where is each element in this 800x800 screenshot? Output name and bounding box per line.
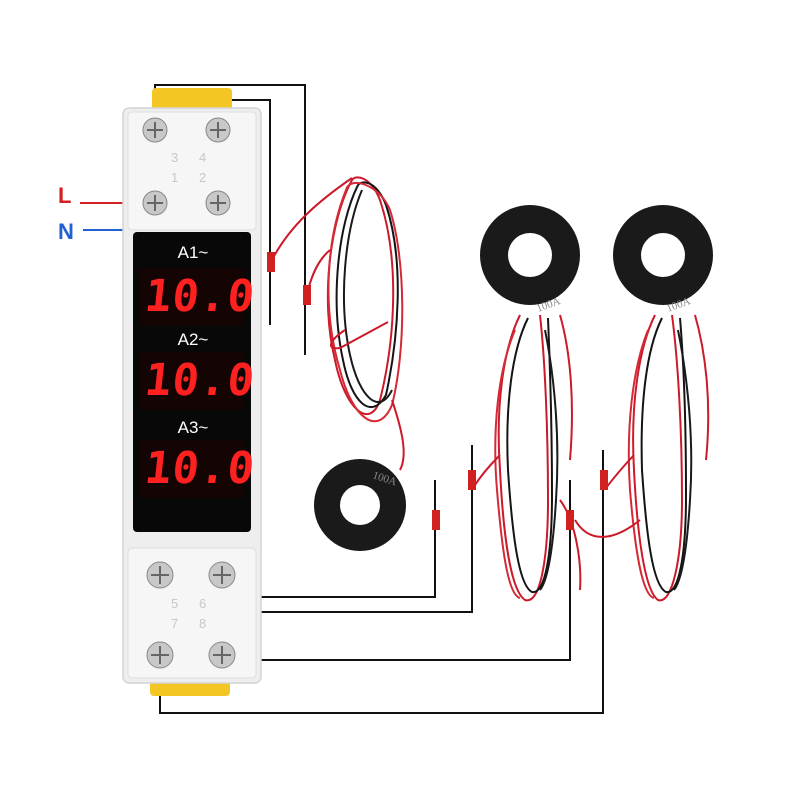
ct-2-cable-coil xyxy=(472,314,582,602)
screw-3 xyxy=(142,117,168,143)
ct-3-ferrule-a xyxy=(600,470,608,490)
current-transformer-2: 100A xyxy=(432,205,582,602)
screw-7 xyxy=(146,641,174,669)
terminal-number-7: 7 xyxy=(171,616,179,631)
screw-8 xyxy=(208,641,236,669)
ct-1-cable-coil xyxy=(271,176,405,471)
channel-reading-a2: 10.0 xyxy=(142,355,258,406)
ct-1-ring: 100A xyxy=(314,459,406,551)
ct-1-ferrule-b xyxy=(303,285,311,305)
screw-5 xyxy=(146,561,174,589)
terminal-number-3: 3 xyxy=(171,150,179,165)
terminal-screws xyxy=(142,117,236,669)
neutral-label: N xyxy=(58,219,74,244)
ct-1-ferrule-a xyxy=(267,252,275,272)
line-label: L xyxy=(58,183,72,208)
ct-3-ferrule-b xyxy=(566,510,574,530)
top-clip xyxy=(152,88,232,110)
terminal-number-4: 4 xyxy=(199,150,207,165)
terminal-number-5: 5 xyxy=(171,596,179,611)
terminal-number-8: 8 xyxy=(199,616,207,631)
channel-label-a1: A1~ xyxy=(177,243,209,262)
ct-3-cable-coil xyxy=(574,314,710,602)
current-transformer-3: 100A xyxy=(566,205,713,602)
terminal-number-1: 1 xyxy=(171,170,179,185)
current-transformer-1: 100A xyxy=(267,176,406,551)
ct-2-ferrule-a xyxy=(468,470,476,490)
screw-6 xyxy=(208,561,236,589)
ct-3-ring: 100A xyxy=(613,205,713,315)
channel-reading-a1: 10.0 xyxy=(142,271,258,322)
ct-2-ferrule-b xyxy=(432,510,440,530)
ct-2-ring: 100A xyxy=(480,205,580,315)
screw-4 xyxy=(205,117,231,143)
terminal-number-2: 2 xyxy=(199,170,207,185)
terminal-number-6: 6 xyxy=(199,596,207,611)
digit-window-3 xyxy=(140,440,244,498)
screw-2 xyxy=(205,190,231,216)
channel-label-a2: A2~ xyxy=(177,330,209,349)
channel-reading-a3: 10.0 xyxy=(142,443,258,494)
digit-window-1 xyxy=(140,268,244,326)
channel-label-a3: A3~ xyxy=(177,418,209,437)
digit-window-2 xyxy=(140,352,244,410)
screw-1 xyxy=(142,190,168,216)
